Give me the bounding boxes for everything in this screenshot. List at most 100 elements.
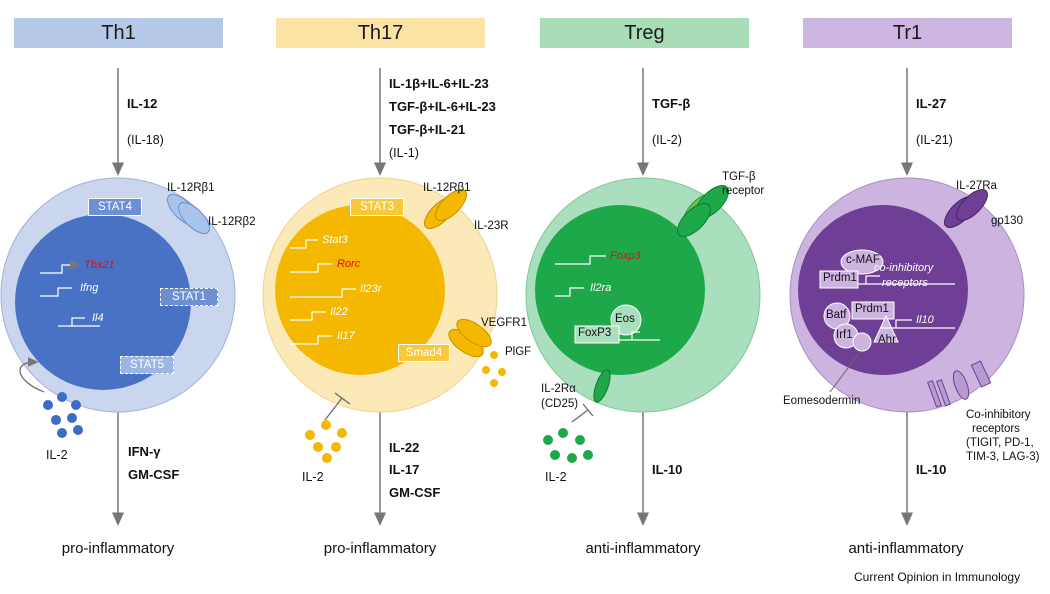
th17-gene-il23r	[290, 288, 356, 298]
treg-gene-foxp3	[555, 255, 606, 265]
tr1-receptor-label-1: IL-27Ra	[956, 180, 997, 192]
treg-header-bar	[540, 18, 749, 48]
th17-il2-inhibition	[324, 392, 351, 421]
tr1-ahr-triangle	[873, 314, 899, 343]
treg-foxp3-label: FoxP3	[578, 327, 612, 339]
th17-gene-il22-label: Il22	[330, 306, 348, 318]
tr1-coinhib-receptors	[927, 360, 992, 408]
th17-outcome: pro-inflammatory	[323, 540, 437, 557]
tr1-receptor-label-2: gp130	[991, 215, 1023, 227]
th17-plgf-label: PlGF	[505, 346, 532, 358]
th1-gene-il4-label: Il4	[92, 312, 104, 324]
th17-stat3: STAT3	[350, 198, 404, 216]
th1-receptor-label-1: IL-12Rβ1	[167, 182, 215, 194]
th17-gene-il17	[290, 335, 332, 345]
th1-stat5: STAT5	[120, 356, 174, 374]
tr1-eomes-label: Eomesodermin	[783, 395, 861, 407]
th17-output-il22: IL-22	[389, 440, 420, 455]
tr1-coinhib-gene	[858, 275, 955, 285]
th17-input-2: TGF-β+IL-6+IL-23	[389, 99, 496, 114]
th1-il2-feedback-arrow	[19, 357, 45, 393]
tr1-prdm1-box-top	[819, 270, 859, 289]
tr1-coinhib-gene-label-1: co-inhibitory	[874, 262, 934, 274]
tr1-output-il10: IL-10	[916, 462, 947, 477]
th17-input-3: TGF-β+IL-21	[389, 122, 466, 137]
tr1-prdm1-box	[851, 301, 895, 320]
treg-gene-il2ra-label: Il2ra	[590, 282, 612, 294]
th17-gene-rorc-label: Rorc	[337, 258, 361, 270]
th17-input-1: IL-1β+IL-6+IL-23	[389, 76, 489, 91]
th17-nucleus	[275, 205, 445, 375]
treg-gene-foxp3-label: Foxp3	[610, 250, 641, 262]
th17-title: Th17	[357, 22, 404, 44]
tr1-coinhib-label-1: Co-inhibitory	[966, 409, 1031, 421]
treg-title: Treg	[624, 22, 665, 44]
tr1-eomes-pointer	[829, 351, 861, 393]
tr1-il10-gene	[880, 319, 955, 329]
th17-gene-rorc	[290, 263, 332, 273]
th1-title: Th1	[101, 22, 136, 44]
th17-gene-il22	[290, 311, 326, 321]
th17-receptor-label-2: IL-23R	[474, 220, 509, 232]
tr1-irf1-label: Irf1	[836, 329, 853, 341]
tr1-coinhib-label-3: (TIGIT, PD-1,	[966, 437, 1034, 449]
treg-input-il2: (IL-2)	[652, 133, 682, 147]
th17-il2-label: IL-2	[302, 470, 324, 484]
tr1-coinhib-label-4: TIM-3, LAG-3)	[966, 451, 1040, 463]
treg-gene-il2ra	[555, 287, 584, 297]
th17-vegfr1-label: VEGFR1	[481, 317, 528, 329]
th17-gene-il23r-label: Il23r	[360, 283, 382, 295]
th1-stat4: STAT4	[88, 198, 142, 216]
tr1-cmaf-label: c-MAF	[846, 254, 880, 266]
treg-foxp3-gene	[619, 331, 660, 341]
tr1-coinhib-label-2: receptors	[972, 423, 1020, 435]
th1-gene-ifng	[40, 287, 72, 297]
tr1-header-bar	[803, 18, 1012, 48]
treg-cd25-label-1: IL-2Rα	[541, 383, 576, 395]
th1-header-bar	[14, 18, 223, 48]
tr1-prdm1-label-top: Prdm1	[823, 272, 857, 284]
tr1-eomes-bubble	[852, 332, 872, 352]
th17-vegfr1-b	[456, 318, 492, 348]
th1-receptor-b	[177, 201, 211, 235]
treg-il2-dots	[543, 428, 593, 463]
tr1-batf-label: Batf	[826, 309, 847, 321]
treg-cd25	[593, 369, 611, 403]
th17-receptor-label-1: IL-12Rβ1	[423, 182, 471, 194]
tr1-coinhib-gene-label-2: receptors	[882, 277, 928, 289]
th17-gene-il17-label: Il17	[337, 330, 355, 342]
treg-output-il10: IL-10	[652, 462, 683, 477]
th17-smad4: Smad4	[398, 344, 450, 362]
tr1-input-il21: (IL-21)	[916, 133, 953, 147]
th17-il2-dots	[305, 420, 347, 463]
treg-tgfb-receptor-label-2: receptor	[722, 185, 765, 197]
treg-tgfb-receptor-c	[677, 203, 711, 237]
treg-tgfb-receptor-label-1: TGF-β	[722, 171, 756, 183]
tr1-ahr-label: Ahr	[878, 334, 896, 346]
th17-plgf-dots	[482, 351, 506, 387]
th1-output-gmcsf: GM-CSF	[128, 467, 180, 482]
journal-footer: Current Opinion in Immunology	[854, 570, 1021, 584]
th1-output-ifng: IFN-γ	[128, 444, 161, 459]
treg-foxp3-box	[574, 325, 620, 344]
th1-nucleus	[15, 214, 191, 390]
th1-gene-il4	[58, 317, 100, 327]
th1-gene-tbx21-label: Tbx21	[84, 259, 115, 271]
th17-header-bar	[276, 18, 485, 48]
th1-il2-dots	[43, 392, 83, 438]
tr1-title: Tr1	[892, 22, 923, 44]
th1-stat1: STAT1	[160, 288, 218, 306]
treg-outcome: anti-inflammatory	[585, 540, 701, 557]
th1-receptor-label-2: IL-12Rβ2	[208, 216, 256, 228]
tr1-prdm1-label: Prdm1	[855, 303, 889, 315]
tr1-gene-il10-label: Il10	[916, 314, 934, 326]
th1-outcome: pro-inflammatory	[61, 540, 175, 557]
tr1-cmaf-bubble	[840, 249, 884, 275]
tr1-outcome: anti-inflammatory	[848, 540, 964, 557]
th17-output-gmcsf: GM-CSF	[389, 485, 441, 500]
th17-receptor-b	[434, 188, 468, 222]
tr1-input-il27: IL-27	[916, 96, 947, 111]
treg-input-tgfb: TGF-β	[652, 96, 691, 111]
